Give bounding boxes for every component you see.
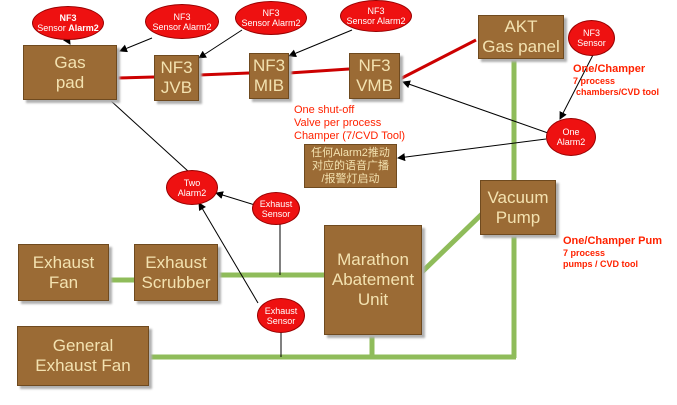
process-pumps-note: One/Champer Pum 7 process pumps / CVD to… (563, 235, 663, 269)
gas-line-pad-jvb (116, 75, 155, 80)
exhaust-piping (109, 56, 517, 360)
general-exhaust-fan-box: General Exhaust Fan (17, 326, 149, 386)
process-chambers-note: One/Champer 7 process chambers/CVD tool (573, 63, 660, 97)
exhaust-scrubber-box: Exhaust Scrubber (134, 244, 218, 301)
nf3-jvb-box: NF3 JVB (154, 55, 199, 101)
two-alarm2: Two Alarm2 (166, 170, 218, 205)
voice-broadcast-note: 任何Alarm2推动 对应的语音广播 /报警灯启动 (304, 144, 397, 188)
nf3-sensor-alarm2-3: NF3 Sensor Alarm2 (235, 1, 307, 35)
nf3-sensor-right: NF3 Sensor (568, 20, 615, 56)
arrow-exhlow-two (198, 202, 259, 304)
nf3-sensor-alarm2-4: NF3 Sensor Alarm2 (340, 0, 412, 32)
pipe-marathon-pump (420, 210, 486, 274)
nf3-sensor-alarm2-2: NF3 Sensor Alarm2 (145, 4, 219, 39)
exhaust-fan-box: Exhaust Fan (18, 244, 109, 301)
nf3-mib-box: NF3 MIB (249, 53, 289, 99)
arrow-nf3sensor-oneplus (559, 52, 595, 120)
arrow-s2-gaspad (119, 37, 153, 53)
signal-arrows (62, 29, 595, 357)
akt-gas-panel-box: AKT Gas panel (478, 15, 564, 59)
marathon-abatement-box: Marathon Abatement Unit (324, 225, 422, 335)
arrow-two-gaspad (98, 89, 190, 173)
nf3-sensor-alarm2-1: NF3 Sensor Alarm2 (32, 6, 104, 40)
arrow-one-vmb (402, 80, 549, 134)
gas-line-vmb-akt (399, 38, 477, 81)
shutoff-valve-note: One shut-off Valve per process Champer (… (294, 104, 406, 142)
gas-line-jvb-mib (198, 71, 250, 77)
one-alarm2: One Alarm2 (546, 118, 596, 156)
gas-line-mib-vmb (288, 67, 350, 75)
gas-pad-box: Gas pad (23, 45, 117, 100)
arrow-one-chinese (397, 138, 547, 162)
nf3-vmb-box: NF3 VMB (349, 53, 400, 99)
arrow-s3-jvb (198, 29, 243, 59)
gas-line (116, 38, 477, 81)
vacuum-pump-box: Vacuum Pump (480, 180, 556, 235)
arrow-s4-mib (288, 29, 353, 58)
exhaust-sensor-upper: Exhaust Sensor (252, 192, 300, 225)
exhaust-sensor-lower: Exhaust Sensor (257, 298, 305, 333)
arrow-exh-two (215, 191, 256, 206)
